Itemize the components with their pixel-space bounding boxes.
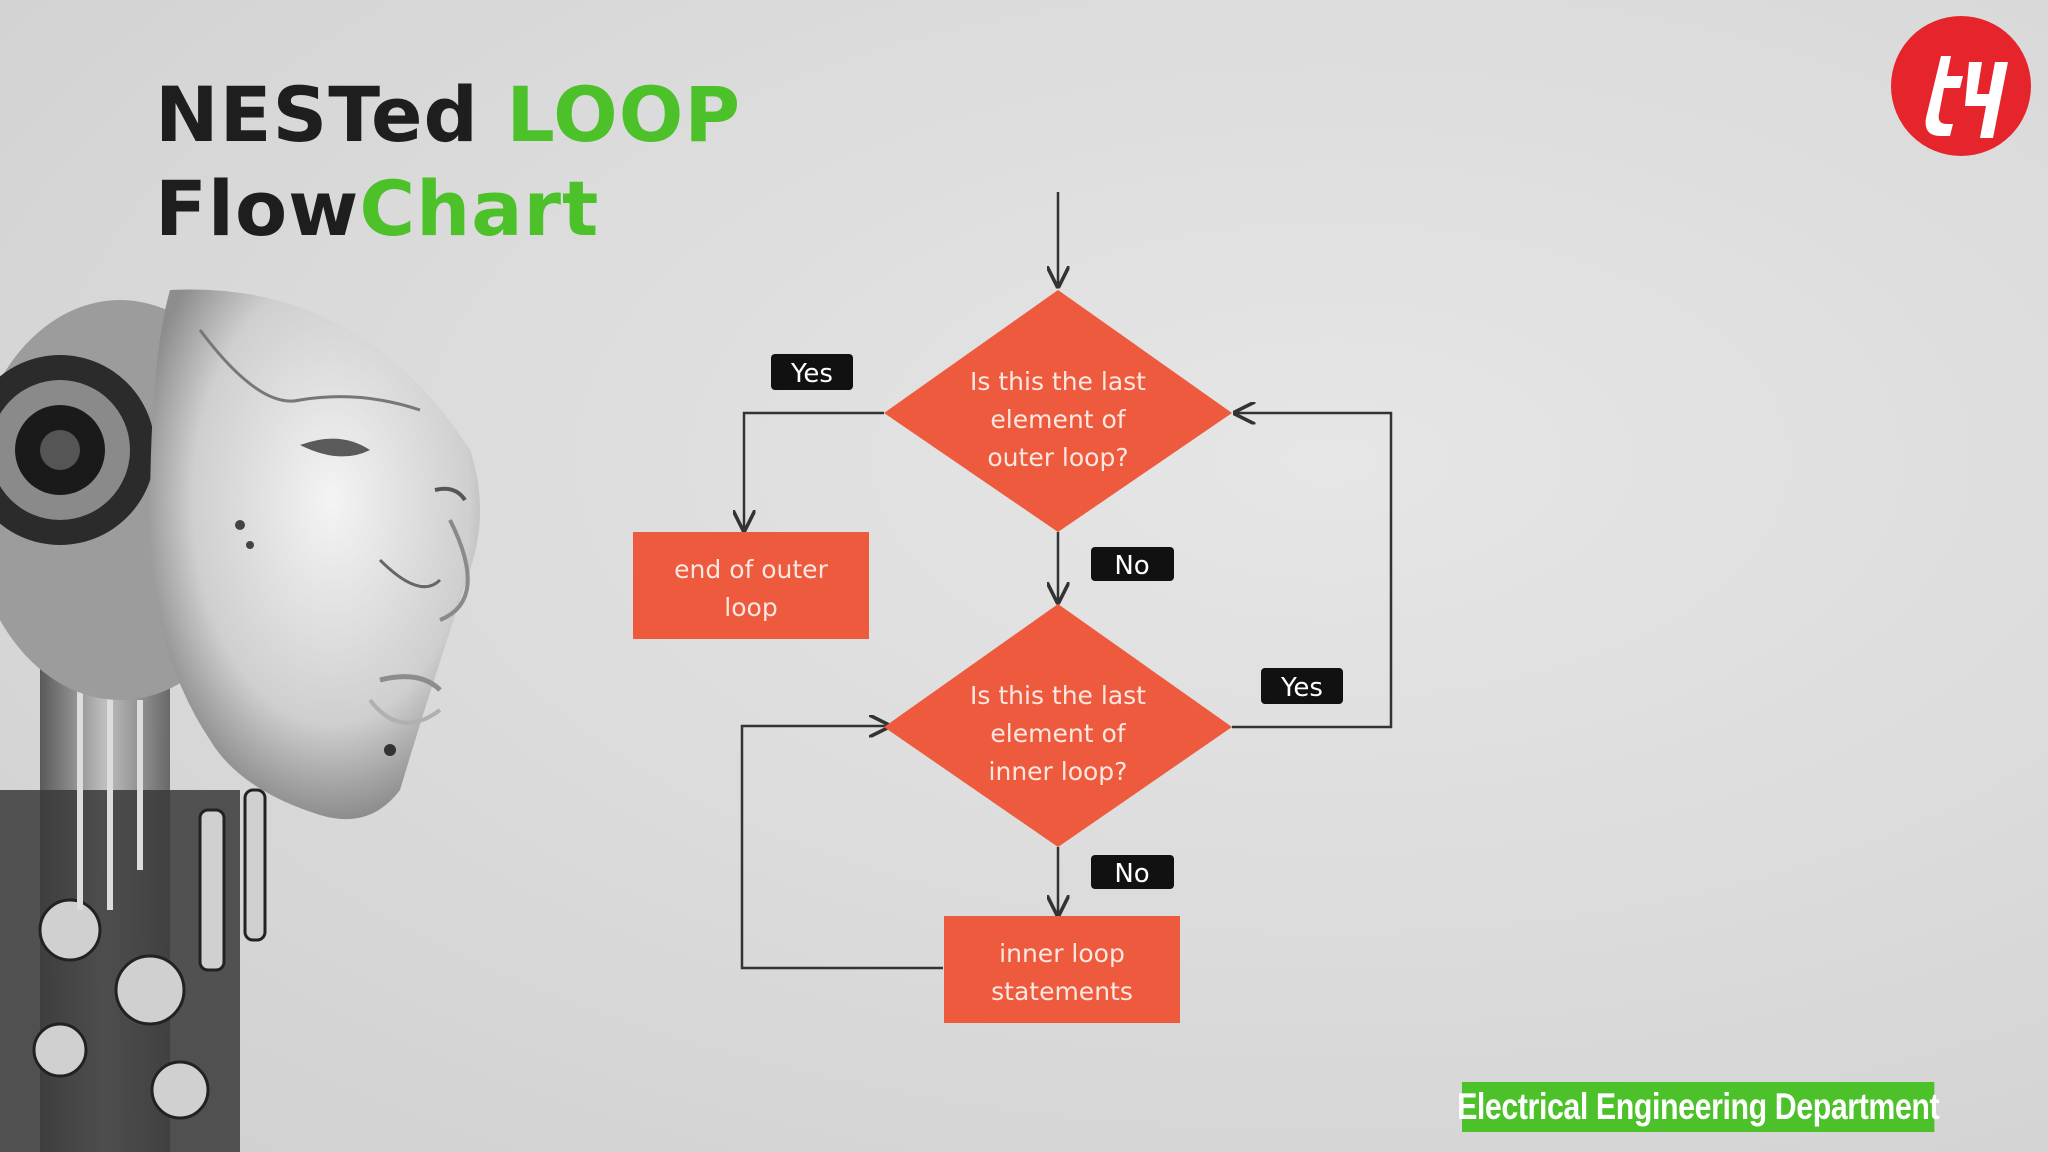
end-outer-line-1: end of outer bbox=[674, 555, 828, 584]
inner-statements-line-1: inner loop bbox=[999, 939, 1125, 968]
decision-inner-loop: Is this the last element of inner loop? bbox=[884, 604, 1232, 847]
label-inner-no-text: No bbox=[1114, 859, 1149, 889]
decision-inner-line-2: element of bbox=[990, 719, 1126, 748]
end-outer-line-2: loop bbox=[724, 593, 777, 622]
robot-head-image bbox=[0, 289, 480, 1152]
label-outer-yes-text: Yes bbox=[790, 359, 833, 389]
decision-outer-line-3: outer loop? bbox=[987, 443, 1128, 472]
title-chart: Chart bbox=[359, 164, 600, 253]
decision-inner-line-3: inner loop? bbox=[989, 757, 1128, 786]
label-outer-yes: Yes bbox=[771, 354, 853, 390]
t4-logo-icon bbox=[1891, 16, 2031, 156]
outer-yes-connector bbox=[744, 411, 884, 530]
end-outer-loop-box: end of outer loop bbox=[633, 532, 869, 639]
title-loop: LOOP bbox=[506, 70, 742, 159]
title-line-2: FlowChart bbox=[155, 162, 741, 256]
decision-outer-line-1: Is this the last bbox=[970, 367, 1146, 396]
inner-loop-statements-box: inner loop statements bbox=[944, 916, 1180, 1023]
label-inner-yes: Yes bbox=[1261, 668, 1343, 704]
department-banner: Electrical Engineering Department bbox=[1457, 1082, 1940, 1132]
inner-statements-line-2: statements bbox=[991, 977, 1133, 1006]
decision-inner-line-1: Is this the last bbox=[970, 681, 1146, 710]
page-title: NESTed LOOP FlowChart bbox=[155, 68, 741, 256]
title-nested: NESTed bbox=[155, 70, 479, 159]
title-line-1: NESTed LOOP bbox=[155, 68, 741, 162]
title-flow: Flow bbox=[155, 164, 360, 253]
inner-loop-back-connector bbox=[740, 726, 943, 970]
inner-yes-connector bbox=[1232, 413, 1393, 729]
label-outer-no: No bbox=[1091, 547, 1174, 581]
label-outer-no-text: No bbox=[1114, 551, 1149, 581]
label-inner-no: No bbox=[1091, 855, 1174, 889]
decision-outer-loop: Is this the last element of outer loop? bbox=[884, 290, 1232, 532]
label-inner-yes-text: Yes bbox=[1280, 673, 1323, 703]
decision-outer-line-2: element of bbox=[990, 405, 1126, 434]
